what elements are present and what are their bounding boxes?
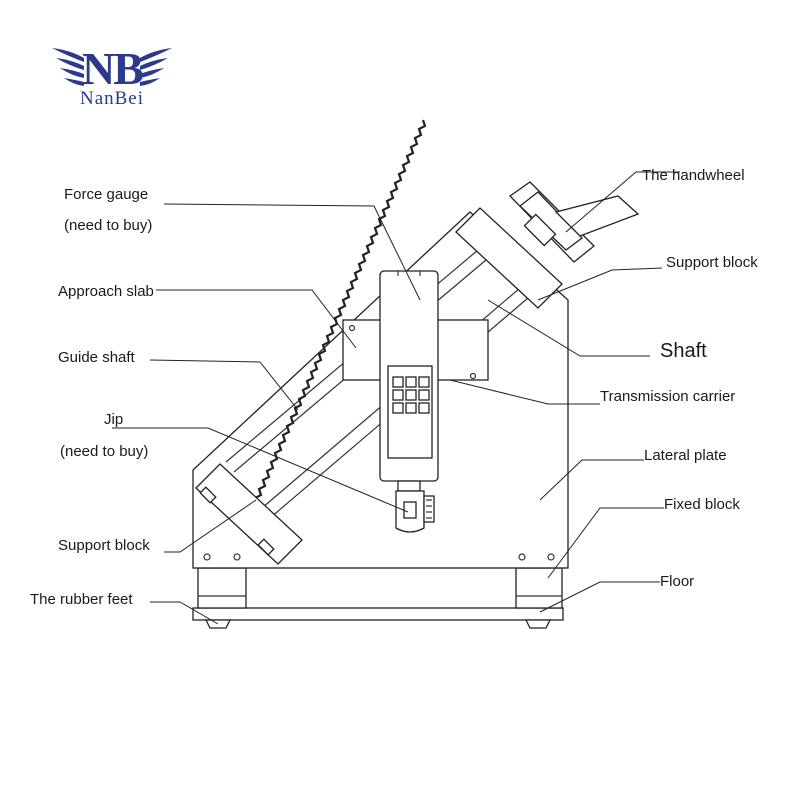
gauge-keypad — [392, 376, 430, 414]
label-floor: Floor — [660, 573, 694, 590]
logo-mark: NB — [82, 43, 143, 94]
label-support-block-bottom: Support block — [58, 537, 150, 554]
label-shaft: Shaft — [660, 340, 707, 362]
right-wing-icon — [140, 48, 172, 86]
rubber-foot-right — [524, 619, 552, 629]
label-jip-note: (need to buy) — [60, 443, 148, 460]
label-support-block-top: Support block — [666, 254, 758, 271]
label-rubber-feet: The rubber feet — [30, 591, 133, 608]
logo-name: NanBei — [80, 88, 144, 109]
jip-knob-icon — [423, 495, 435, 523]
label-force-gauge: Force gauge — [64, 186, 148, 203]
left-wing-icon — [52, 48, 84, 86]
threaded-shaft — [254, 119, 427, 499]
label-jip: Jip — [104, 411, 123, 428]
label-guide-shaft: Guide shaft — [58, 349, 136, 366]
floor-plate — [192, 607, 564, 621]
label-fixed-block: Fixed block — [664, 496, 740, 513]
support-block-top — [455, 207, 563, 309]
fixed-block-left — [197, 567, 247, 609]
nanbei-logo: NB NanBei — [52, 43, 172, 109]
label-transmission-carrier: Transmission carrier — [600, 388, 735, 405]
machine-drawing — [192, 119, 640, 629]
leader-lines — [112, 171, 680, 625]
handwheel-icon — [509, 181, 640, 263]
gauge-stem — [397, 480, 421, 492]
label-approach-slab: Approach slab — [58, 283, 154, 300]
labels: Force gauge (need to buy) Approach slab … — [30, 167, 758, 608]
label-lateral-plate: Lateral plate — [644, 447, 727, 464]
support-block-bottom — [195, 463, 303, 565]
fixed-block-right — [515, 567, 563, 609]
label-force-gauge-note: (need to buy) — [64, 217, 152, 234]
label-handwheel: The handwheel — [642, 167, 745, 184]
